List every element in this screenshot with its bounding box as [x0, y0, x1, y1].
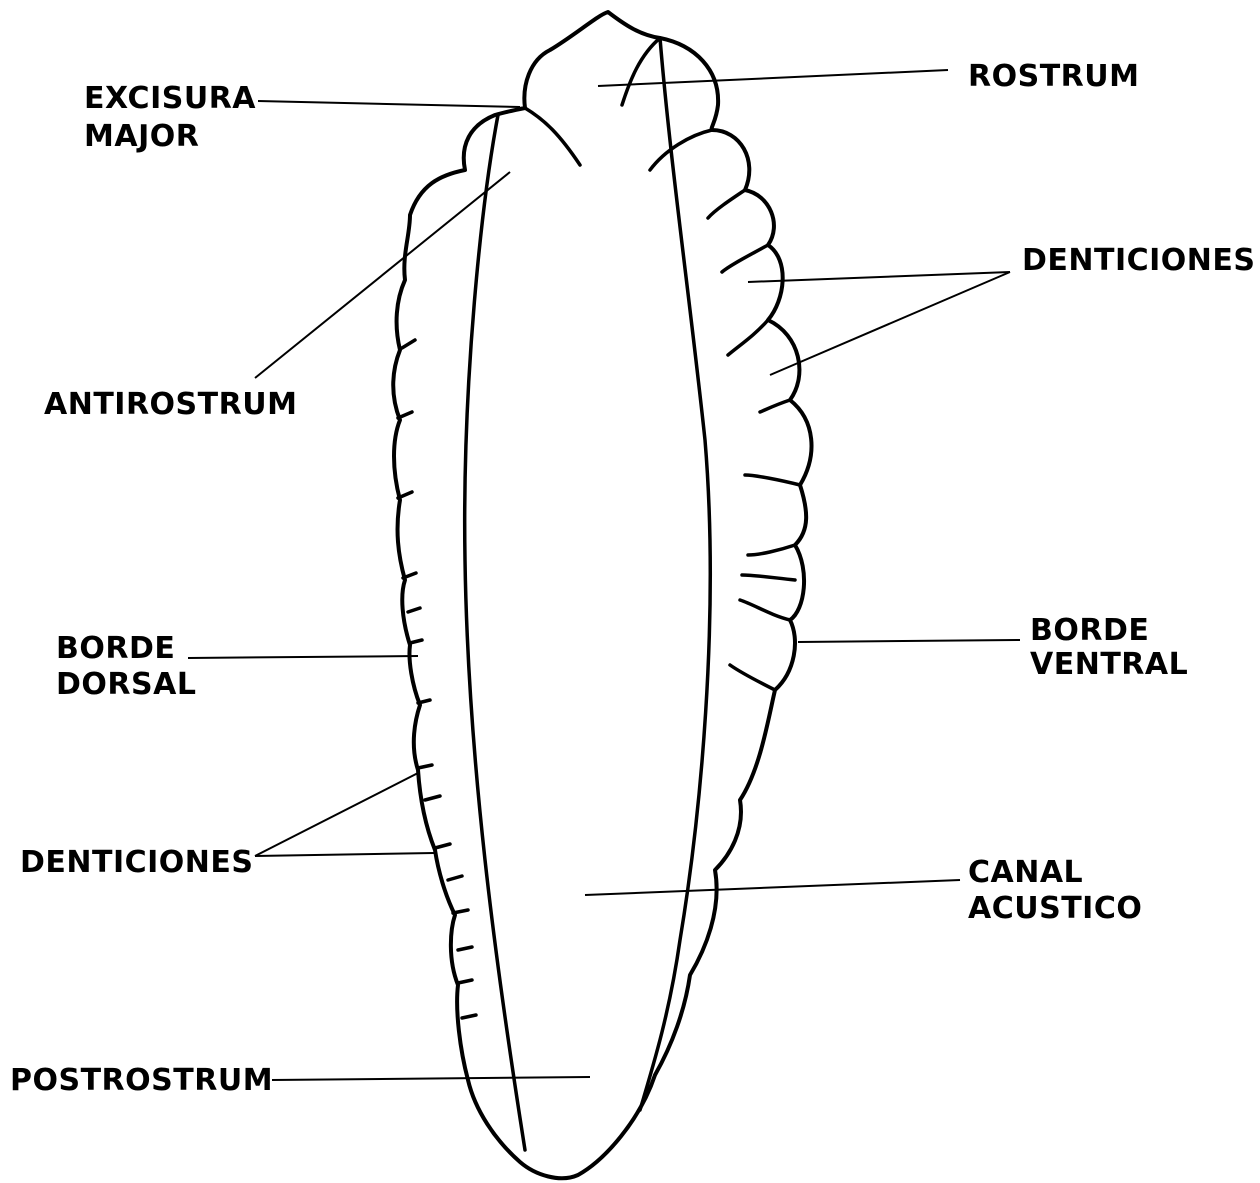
label-postrostrum: POSTROSTRUM	[10, 1063, 273, 1098]
label-borde-dorsal-line2: DORSAL	[56, 667, 196, 702]
label-canal-acustico-line2: ACUSTICO	[968, 891, 1142, 926]
label-borde-ventral-line1: BORDE	[1030, 613, 1149, 648]
label-rostrum: ROSTRUM	[968, 59, 1140, 94]
label-excisura-major-line1: EXCISURA	[84, 81, 256, 116]
label-excisura-major-line2: MAJOR	[84, 119, 199, 154]
label-borde-ventral-line2: VENTRAL	[1030, 647, 1188, 682]
label-denticiones-right: DENTICIONES	[1022, 243, 1256, 278]
sulcus-right-line	[640, 38, 710, 1110]
label-borde-dorsal-line1: BORDE	[56, 631, 175, 666]
otolith-outline	[393, 12, 811, 1178]
ventral-denticulations	[650, 130, 800, 690]
rostrum-notch-right	[622, 38, 660, 105]
label-denticiones-left: DENTICIONES	[20, 845, 254, 880]
label-canal-acustico-line1: CANAL	[968, 855, 1083, 890]
label-antirostrum: ANTIROSTRUM	[44, 387, 297, 422]
leader-lines	[188, 70, 1020, 1080]
sulcus-left-line	[465, 115, 525, 1150]
rostrum-notch-left	[525, 108, 580, 165]
